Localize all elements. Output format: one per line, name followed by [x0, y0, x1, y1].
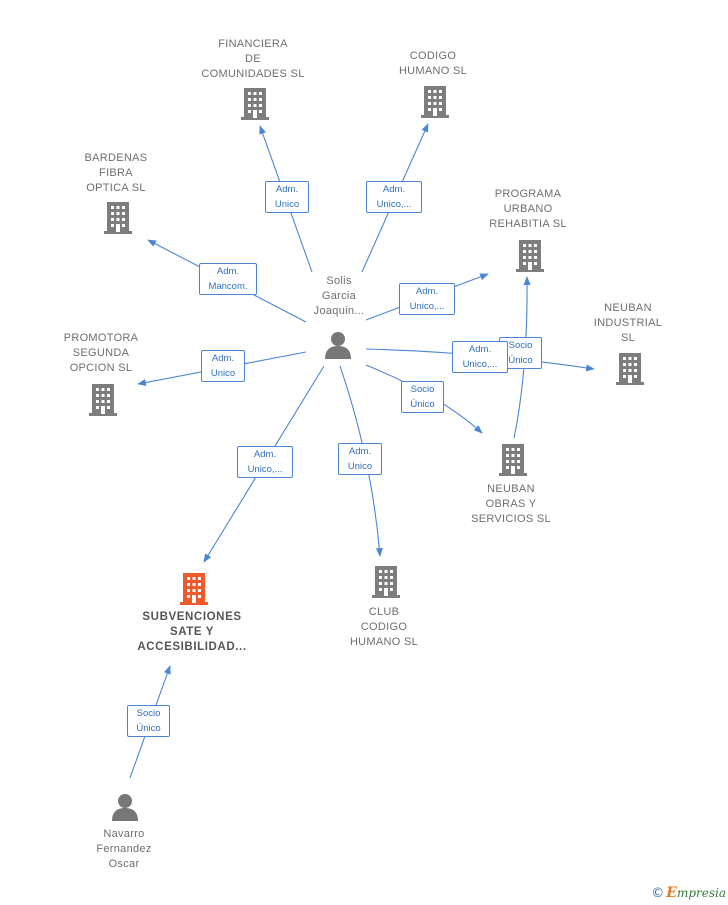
solis-person-icon[interactable]	[325, 332, 351, 359]
copyright-icon: ©	[651, 886, 665, 901]
promotora-building-icon[interactable]	[89, 384, 117, 416]
club-building-icon[interactable]	[372, 566, 400, 598]
edge-label-bardenas[interactable]: Adm. Mancom.	[199, 263, 257, 295]
edge-label-neuban-industrial[interactable]: Adm. Unico,...	[452, 341, 508, 373]
financiera-building-icon[interactable]	[241, 88, 269, 120]
brand-initial: E	[666, 885, 677, 901]
subvenciones-building-icon[interactable]	[180, 573, 208, 605]
neuban-industrial-building-icon[interactable]	[616, 353, 644, 385]
edge-label-promotora[interactable]: Adm. Unico	[201, 350, 245, 382]
node-label-subvenciones[interactable]: SUBVENCIONES SATE Y ACCESIBILIDAD...	[137, 611, 247, 653]
bardenas-building-icon[interactable]	[104, 202, 132, 234]
node-label-club[interactable]: CLUB CODIGO HUMANO SL	[349, 606, 419, 648]
node-label-financiera[interactable]: FINANCIERA DE COMUNIDADES SL	[201, 38, 305, 80]
edge-label-programa[interactable]: Adm. Unico,...	[399, 283, 455, 315]
node-label-bardenas[interactable]: BARDENAS FIBRA OPTICA SL	[84, 152, 148, 194]
edge-label-financiera[interactable]: Adm. Unico	[265, 181, 309, 213]
neuban-obras-building-icon[interactable]	[499, 444, 527, 476]
edge-label-club[interactable]: Adm. Unico	[338, 443, 382, 475]
edge-label-subvenciones[interactable]: Adm. Unico,...	[237, 446, 293, 478]
node-label-neuban-obras[interactable]: NEUBAN OBRAS Y SERVICIOS SL	[471, 483, 551, 525]
edge-label-neuban-obras[interactable]: Socio Único	[401, 381, 444, 413]
programa-building-icon[interactable]	[516, 240, 544, 272]
node-label-neuban-industrial[interactable]: NEUBAN INDUSTRIAL SL	[593, 302, 663, 344]
edge-label-navarro[interactable]: Socio Único	[127, 705, 170, 737]
edge-label-codigo-humano[interactable]: Adm. Unico,...	[366, 181, 422, 213]
navarro-person-icon[interactable]	[112, 794, 138, 821]
brand-name: mpresia	[676, 886, 726, 900]
node-label-codigo-humano[interactable]: CODIGO HUMANO SL	[398, 50, 468, 77]
footer-brand: ©Empresia	[651, 885, 726, 901]
codigo-humano-building-icon[interactable]	[421, 86, 449, 118]
node-label-promotora[interactable]: PROMOTORA SEGUNDA OPCION SL	[63, 332, 139, 374]
node-label-solis[interactable]: Solis Garcia Joaquin...	[313, 275, 365, 317]
node-label-navarro[interactable]: Navarro Fernandez Oscar	[96, 828, 152, 870]
node-label-programa[interactable]: PROGRAMA URBANO REHABITIA SL	[489, 188, 567, 230]
